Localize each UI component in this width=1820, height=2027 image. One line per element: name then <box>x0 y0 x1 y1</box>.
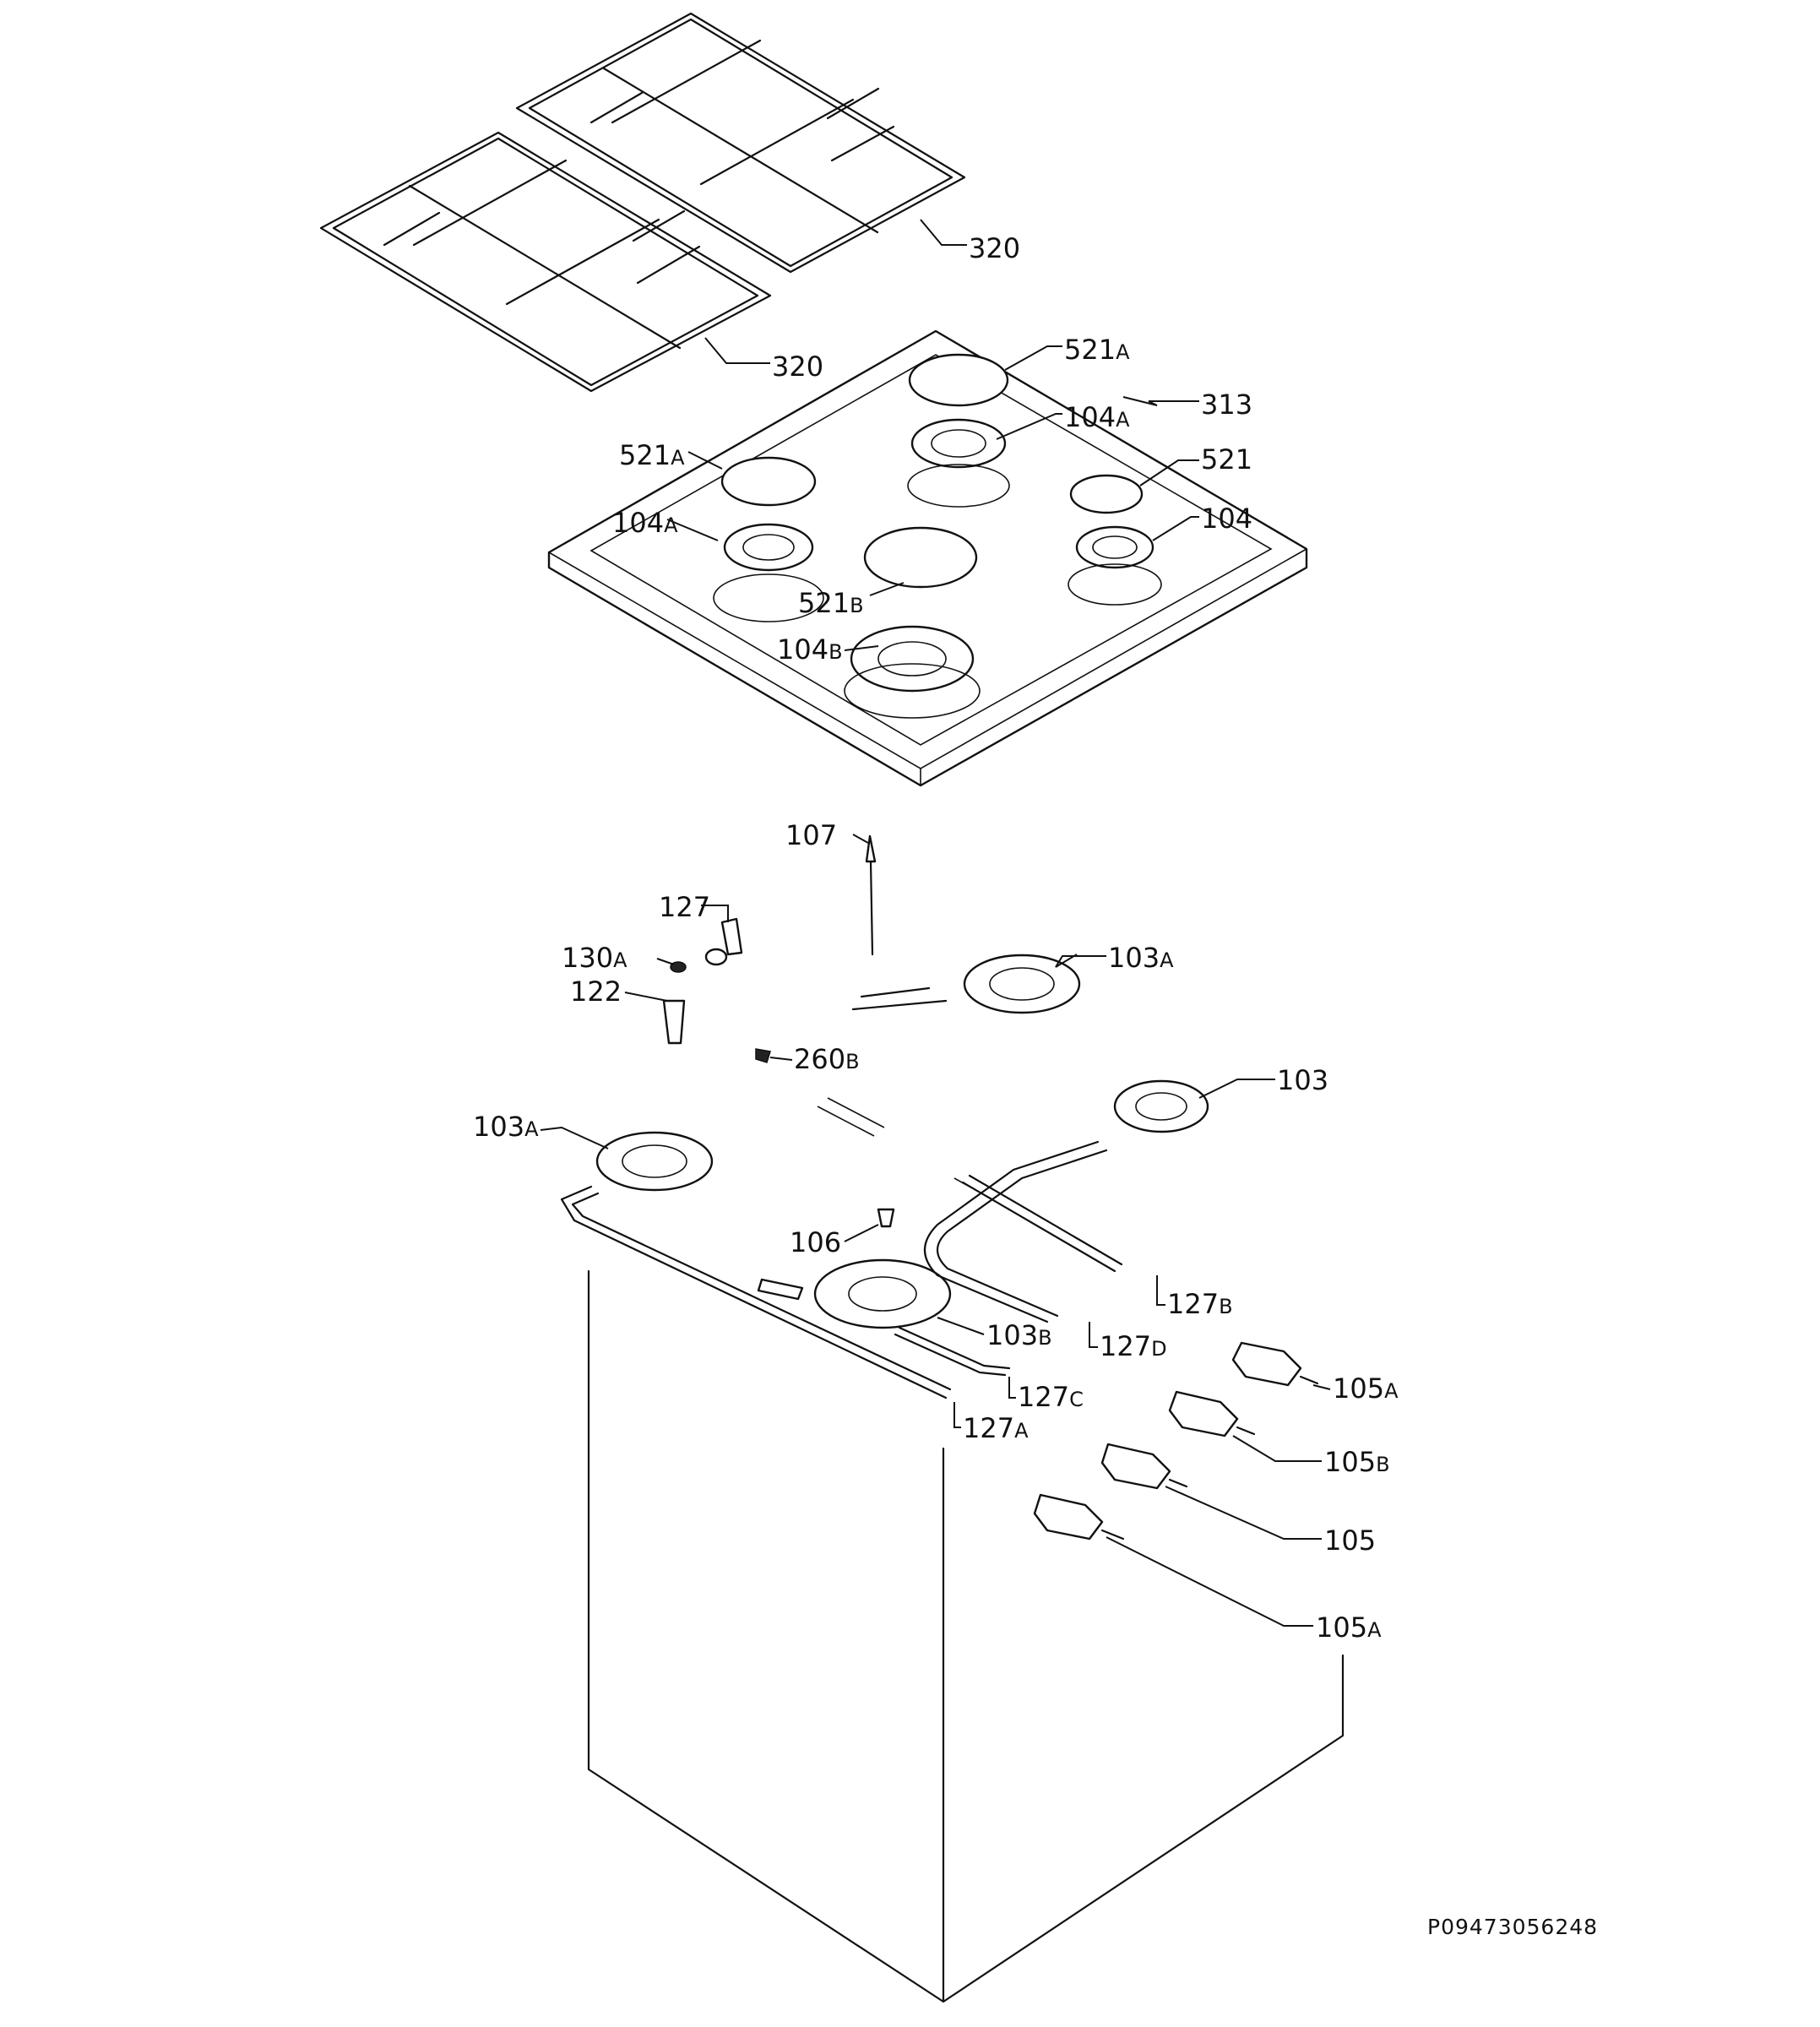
callout-105a-bottom: 105A <box>1316 1611 1382 1644</box>
burner-104 <box>1068 525 1162 606</box>
callout-103a-right: 103A <box>1108 942 1174 974</box>
callout-105: 105 <box>1324 1524 1376 1557</box>
injector-106 <box>877 1208 895 1228</box>
callout-103: 103 <box>1277 1064 1328 1096</box>
gas-tap-105b <box>1168 1390 1256 1437</box>
callout-104a-top: 104A <box>1064 401 1130 433</box>
burner-body-103b <box>757 1258 952 1329</box>
callout-320-right: 320 <box>969 232 1020 264</box>
callout-521: 521 <box>1201 443 1252 476</box>
gas-pipe-127b <box>924 1140 1123 1323</box>
callout-105a-top: 105A <box>1333 1372 1399 1405</box>
callout-313: 313 <box>1201 389 1252 421</box>
pan-support-right <box>515 12 966 274</box>
clip-260b <box>755 1048 771 1063</box>
burner-body-103a-left <box>595 1131 714 1192</box>
callout-103a-left: 103A <box>473 1111 539 1143</box>
callout-127c: 127C <box>1018 1381 1084 1413</box>
callout-521a-top: 521A <box>1064 334 1130 366</box>
callout-122: 122 <box>570 975 622 1008</box>
burner-104a-left <box>713 523 824 622</box>
leader-lines <box>540 219 1331 1627</box>
callout-107: 107 <box>785 819 837 851</box>
burner-cover-521a-left <box>720 456 817 507</box>
callout-104b: 104B <box>777 633 843 666</box>
callout-260b: 260B <box>794 1043 860 1075</box>
callout-labels: 320 320 521A 313 104A 521A 521 104A 104 … <box>473 232 1399 1644</box>
burner-cover-521 <box>1069 474 1144 514</box>
callout-127: 127 <box>659 891 710 923</box>
callout-127a: 127A <box>963 1412 1029 1444</box>
burner-cover-521b <box>863 526 978 589</box>
callout-104: 104 <box>1201 503 1252 535</box>
pan-support-left <box>319 131 772 393</box>
callout-521b: 521B <box>798 587 864 619</box>
burner-body-103 <box>1113 1079 1209 1133</box>
callout-130a: 130A <box>562 942 627 974</box>
cabinet-outline <box>587 1097 1345 2003</box>
callout-127b: 127B <box>1167 1288 1233 1320</box>
callout-104a-left: 104A <box>612 507 678 539</box>
gas-tap-105a-bottom <box>1033 1493 1125 1541</box>
document-id: P09473056248 <box>1427 1915 1598 1939</box>
elbow-fitting-127 <box>704 917 743 966</box>
callout-320-left: 320 <box>772 351 823 383</box>
burner-body-103a-right <box>851 954 1081 1014</box>
burner-cover-521a-rear <box>908 353 1009 407</box>
callout-127d: 127D <box>1100 1330 1167 1362</box>
callout-106: 106 <box>790 1226 841 1258</box>
callout-521a-left: 521A <box>619 439 685 471</box>
callout-105b: 105B <box>1324 1446 1390 1478</box>
thermocouple-107 <box>865 834 877 956</box>
callout-103b: 103B <box>986 1319 1052 1351</box>
burner-104a-rear <box>907 418 1010 508</box>
burner-104b <box>844 625 981 719</box>
gas-tap-105 <box>1100 1443 1188 1490</box>
washer-130a <box>670 961 687 973</box>
gas-pipe-127a <box>560 1185 1011 1399</box>
hose-connector-122 <box>662 999 686 1045</box>
gas-tap-105a-top <box>1231 1341 1319 1387</box>
